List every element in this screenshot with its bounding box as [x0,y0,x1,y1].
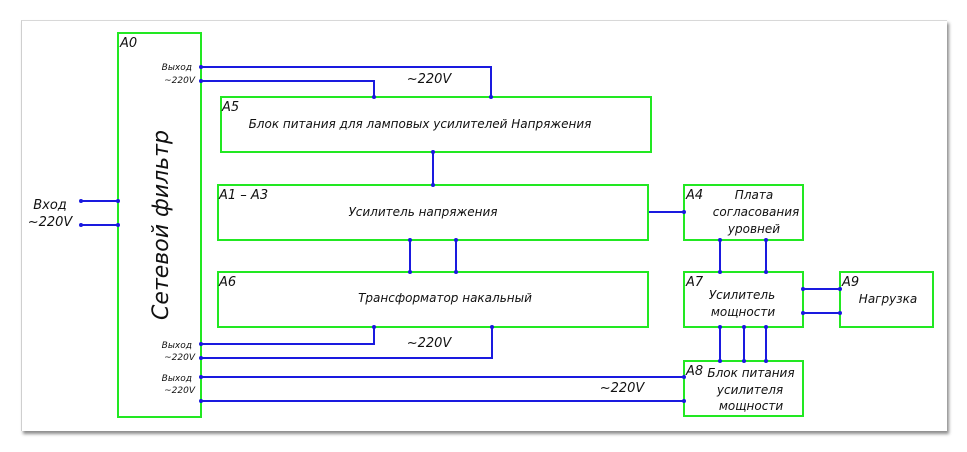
junction-dot [199,342,203,346]
block-a1-a3-id: A1 – A3 [218,188,268,203]
junction-dot [801,287,805,291]
junction-dot [199,79,203,83]
junction-dot [718,325,722,329]
junction-dot [490,325,494,329]
junction-dot [764,325,768,329]
junction-dot [199,375,203,379]
block-a8-id: A8 [685,364,703,379]
junction-dot [199,65,203,69]
a0-output-3-voltage: ~220V [164,386,196,396]
junction-dot [372,325,376,329]
junction-dot [431,183,435,187]
input-voltage: ~220V [28,215,74,230]
block-a5: A5 Блок питания для ламповых усилителей … [220,96,652,153]
block-a0: A0 Сетевой фильтр Выход ~220V Выход ~220… [117,32,202,418]
junction-dot [801,311,805,315]
junction-dot [489,95,493,99]
block-a4-id: A4 [685,188,703,203]
junction-dot [682,210,686,214]
junction-dot [838,311,842,315]
block-a6: A6 Трансформатор накальный [217,271,649,328]
wire-label-a6: ~220V [407,336,453,351]
wire-a0-a6-1 [201,327,375,345]
block-a9-frame [839,271,934,328]
junction-dot [116,223,120,227]
junction-dot [764,270,768,274]
block-a7: A7 Усилитель мощности [683,271,804,328]
junction-dot [199,399,203,403]
wires [81,66,840,402]
junction-dot [682,375,686,379]
block-a9-id: A9 [841,275,859,290]
block-a4: A4 Плата согласования уровней [683,184,804,241]
junction-dot [742,359,746,363]
block-a5-title: Блок питания для ламповых усилителей Нап… [249,117,592,131]
junction-dot [742,325,746,329]
block-a4-frame [683,184,804,241]
block-a6-title: Трансформатор накальный [358,291,532,305]
junction-dot [408,270,412,274]
junction-dot [454,238,458,242]
junction-dot [408,238,412,242]
junction-dot [372,95,376,99]
block-a8-line-2: усилителя [716,383,783,397]
a0-output-1-voltage: ~220V [164,76,196,86]
block-a7-line-1: Усилитель [709,288,775,302]
block-a4-line-3: уровней [727,222,780,236]
junction-dot [79,223,83,227]
junction-dot [718,270,722,274]
junction-dot [838,287,842,291]
junction-dot [764,238,768,242]
block-a4-line-2: согласования [713,205,800,219]
block-a4-line-1: Плата [735,188,773,202]
wire-a0-a6-2 [201,327,493,359]
block-a8: A8 Блок питания усилителя мощности [683,360,804,417]
wire-a0-a5-2 [201,80,375,97]
junction-dot [764,359,768,363]
junction-dots [79,65,842,403]
block-a7-frame [683,271,804,328]
block-a7-id: A7 [685,275,704,290]
a0-output-3-label: Выход [162,374,192,384]
block-a1-a3-frame [217,184,649,241]
input-label: Вход [33,198,67,213]
block-a5-id: A5 [221,100,239,115]
block-a1-a3-title: Усилитель напряжения [348,205,497,219]
wire-a0-a5-1 [201,66,492,97]
a0-output-2-label: Выход [162,341,192,351]
block-a9: A9 Нагрузка [839,271,934,328]
block-a8-line-1: Блок питания [707,366,794,380]
wire-label-a5: ~220V [407,72,453,87]
junction-dot [718,238,722,242]
junction-dot [79,199,83,203]
block-a5-frame [220,96,652,153]
junction-dot [454,270,458,274]
junction-dot [116,199,120,203]
block-a8-line-3: мощности [719,399,783,413]
block-a0-frame [117,32,202,418]
junction-dot [718,359,722,363]
junction-dot [682,399,686,403]
a0-output-1-label: Выход [162,63,192,73]
junction-dot [199,356,203,360]
block-a7-line-2: мощности [711,305,775,319]
junction-dot [431,150,435,154]
block-a0-title: Сетевой фильтр [149,130,174,320]
block-a8-frame [683,360,804,417]
block-a6-id: A6 [218,275,236,290]
block-a6-frame [217,271,649,328]
block-a1-a3: A1 – A3 Усилитель напряжения [217,184,649,241]
block-a0-id: A0 [119,36,137,51]
a0-output-2-voltage: ~220V [164,353,196,363]
block-a9-title: Нагрузка [859,292,917,306]
wire-label-a8: ~220V [600,381,646,396]
